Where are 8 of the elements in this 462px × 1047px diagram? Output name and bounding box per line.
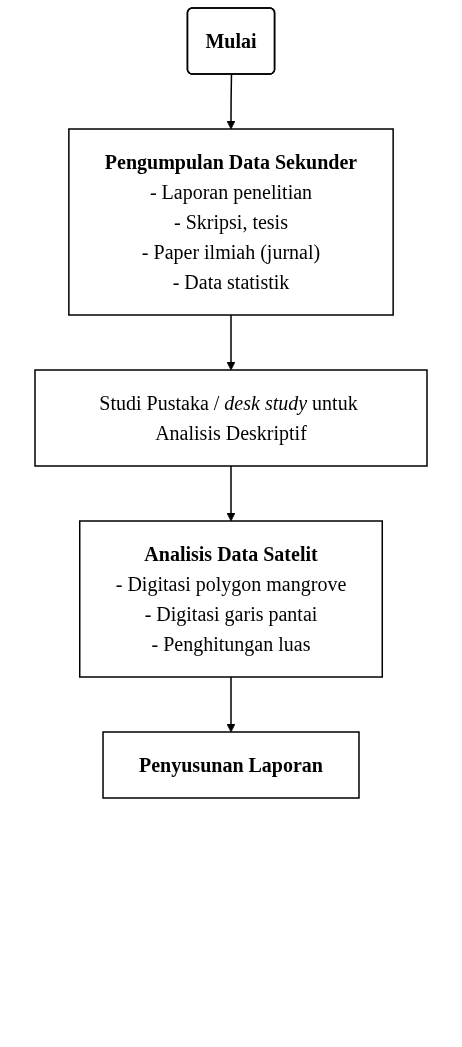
arrow (226, 314, 236, 371)
node-box: Analisis Data Satelit - Digitasi polygon mangrove - Digitasi garis pantai - Penghitungan luas (79, 520, 383, 678)
node-box: Penyusunan Laporan (102, 731, 360, 799)
arrow (226, 73, 236, 130)
arrow (226, 676, 236, 733)
arrow (226, 465, 236, 522)
node-box: Studi Pustaka / desk study untuk Analisis Deskriptif (34, 369, 428, 467)
node-box: Pengumpulan Data Sekunder - Laporan penelitian - Skripsi, tesis - Paper ilmiah (jurnal) - Data statistik (68, 128, 394, 316)
